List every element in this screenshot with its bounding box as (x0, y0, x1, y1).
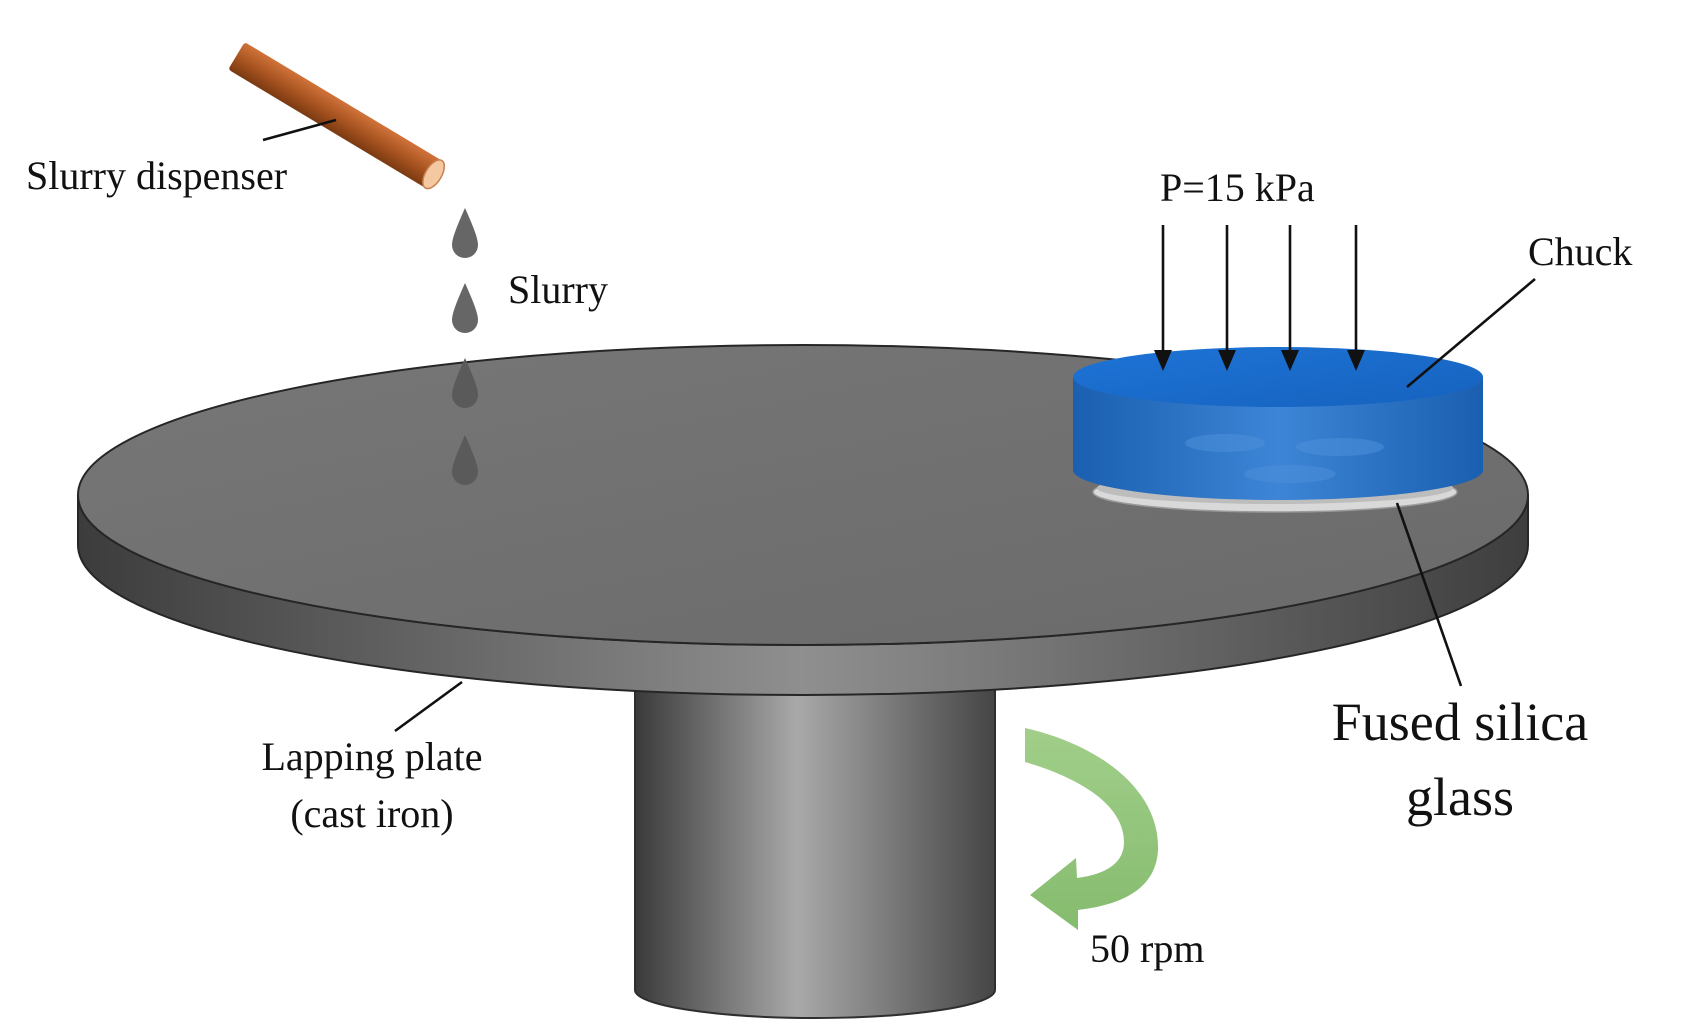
droplet-icon (452, 283, 478, 333)
pressure-arrows (1154, 225, 1365, 371)
slurry-dispenser-label: Slurry dispenser (26, 153, 287, 198)
fused-silica-label-line1: Fused silica (1332, 692, 1589, 752)
lapping-plate-label-line2: (cast iron) (290, 791, 453, 836)
dispenser-icon (229, 43, 446, 190)
droplet-icon (452, 358, 478, 408)
slurry-label: Slurry (508, 267, 608, 312)
pressure-label: P=15 kPa (1160, 165, 1315, 210)
droplet-icon (452, 435, 478, 485)
rotation-arrow-icon (1025, 728, 1159, 930)
chuck-label: Chuck (1528, 229, 1632, 274)
leader-lines (262, 118, 1536, 733)
rotation-speed-label: 50 rpm (1090, 926, 1204, 971)
slurry-droplets (452, 208, 478, 485)
spindle (634, 667, 996, 1019)
chuck (1073, 347, 1483, 500)
lapping-plate-label-line1: Lapping plate (261, 734, 482, 779)
fused-silica-label-line2: glass (1406, 767, 1514, 827)
droplet-icon (452, 208, 478, 258)
